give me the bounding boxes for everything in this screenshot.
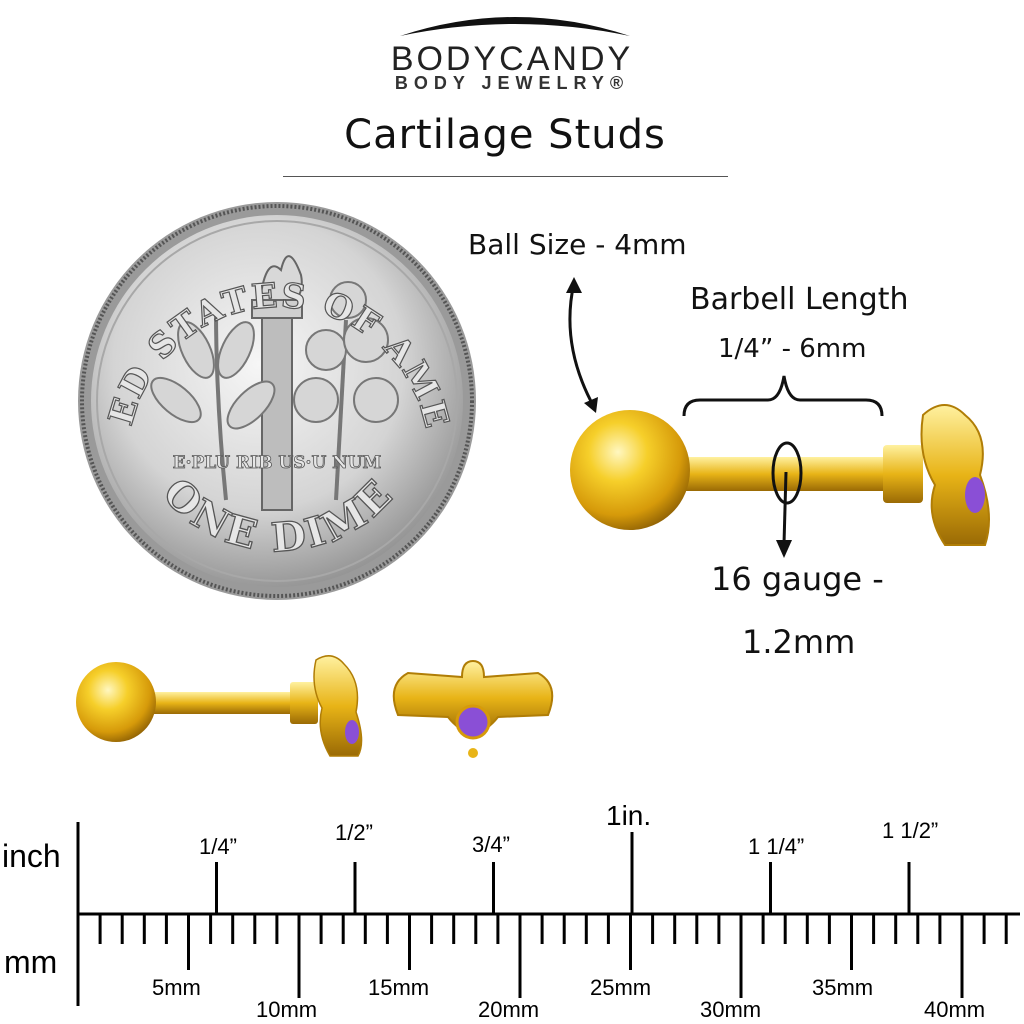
inch-mark-label: 1 1/4”: [748, 834, 805, 859]
measurement-ruler: [76, 822, 1020, 1006]
brand-subtitle: BODY JEWELRY®: [394, 73, 630, 93]
mm-mark-label: 40mm: [924, 997, 986, 1022]
dime-coin: UNITED STATES OF AMERICA E·PLU RIB US·U …: [76, 200, 476, 600]
barbell-length-value: 1/4” - 6mm: [718, 334, 867, 364]
page-title: Cartilage Studs: [344, 112, 666, 158]
mm-mark-label: 25mm: [590, 975, 652, 1000]
mm-mark-label: 35mm: [812, 975, 874, 1000]
inch-mark-label: 1/4”: [199, 834, 237, 859]
mm-mark-label: 15mm: [368, 975, 430, 1000]
barbell-length-bracket: [682, 375, 884, 417]
ruler-mm-label: mm: [4, 944, 58, 980]
title-divider: [283, 176, 728, 177]
barbell-length-label: Barbell Length: [690, 282, 909, 317]
coin-motto: E·PLU RIB US·U NUM: [173, 453, 382, 473]
small-stud-front-image: [392, 659, 554, 758]
large-stud-image: [570, 404, 990, 546]
brand-logo-text: BODYCANDY: [390, 40, 634, 78]
logo-swoosh: [400, 17, 630, 36]
ball-size-label: Ball Size - 4mm: [468, 228, 687, 261]
inch-mark-label: 1/2”: [335, 820, 373, 845]
gauge-arrow: [776, 471, 792, 558]
gauge-label-line1: 16 gauge -: [711, 560, 884, 598]
inch-mark-label: 3/4”: [472, 832, 510, 857]
small-stud-side-image: [76, 655, 363, 757]
ruler-inch-label: inch: [2, 838, 61, 874]
inch-mark-label: 1 1/2”: [882, 818, 939, 843]
gauge-label-line2: 1.2mm: [742, 623, 856, 661]
mm-mark-label: 5mm: [152, 975, 201, 1000]
inch-mark-label: 1in.: [606, 800, 652, 831]
mm-mark-label: 30mm: [700, 997, 762, 1022]
ball-size-arrow: [566, 277, 598, 413]
mm-mark-label: 20mm: [478, 997, 540, 1022]
mm-mark-label: 10mm: [256, 997, 318, 1022]
